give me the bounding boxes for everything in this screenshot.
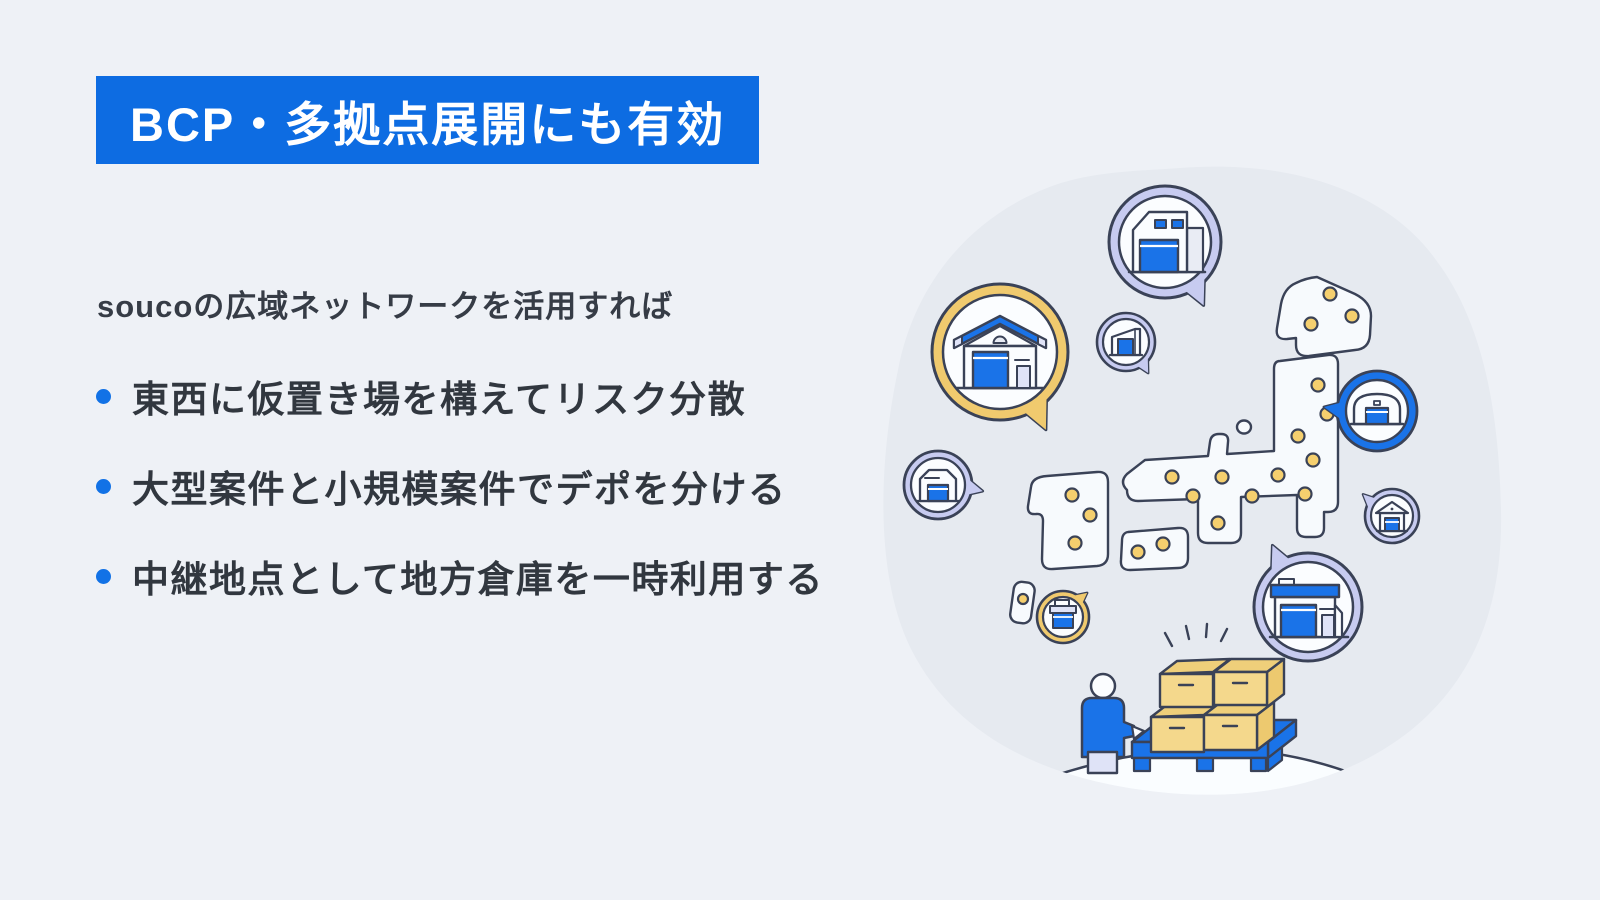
pallet-leg <box>1132 756 1152 773</box>
bullet-dot-icon <box>96 568 111 584</box>
bullet-item: 中継地点として地方倉庫を一時利用する <box>96 552 824 600</box>
warehouse-bubble-blue <box>1322 369 1419 453</box>
pallet-leg <box>1266 745 1284 773</box>
map-honshu <box>1121 353 1340 545</box>
warehouse-bubble-large-yellow <box>930 282 1070 432</box>
person-hand <box>1130 724 1146 741</box>
warehouse-bubble-small-flat <box>1095 311 1157 375</box>
pallet-leg <box>1195 756 1215 773</box>
bullet-text: 中継地点として地方倉庫を一時利用する <box>132 559 824 600</box>
bullet-text: 大型案件と小規模案件でデポを分ける <box>132 469 787 510</box>
map-hokkaido <box>1275 275 1373 358</box>
network-illustration <box>883 166 1502 795</box>
map-location-dots <box>1016 286 1360 606</box>
warehouse-bubble-bottom-right <box>1252 543 1364 663</box>
bullet-dot-icon <box>96 388 111 404</box>
title-badge-label: BCP・多拠点展開にも有効 <box>130 97 726 151</box>
warehouse-icon <box>1049 599 1077 629</box>
map-small-island <box>1235 419 1253 435</box>
bullet-item: 東西に仮置き場を構えてリスク分散 <box>96 372 824 420</box>
person-head <box>1089 672 1117 700</box>
map-kyushu <box>1026 470 1110 571</box>
warehouse-bubble-small-yellow <box>1035 589 1091 645</box>
warehouse-bubble-top <box>1107 184 1223 307</box>
title-badge: BCP・多拠点展開にも有効 <box>96 76 760 164</box>
box-front <box>1149 715 1206 754</box>
hill-ground <box>995 747 1395 795</box>
warehouse-bubble-left <box>902 449 985 521</box>
warehouse-bubble-house <box>1361 487 1421 545</box>
map-shikoku <box>1119 526 1190 572</box>
person-figure <box>1080 672 1146 775</box>
person-legs <box>1086 750 1119 775</box>
pallet-leg <box>1249 756 1268 773</box>
bullet-dot-icon <box>96 478 111 494</box>
warehouse-icon <box>1127 210 1207 274</box>
bullet-item: 大型案件と小規模案件でデポを分ける <box>96 462 824 510</box>
box-front <box>1212 670 1269 707</box>
warehouse-icon <box>1374 500 1410 533</box>
bullet-text: 東西に仮置き場を構えてリスク分散 <box>132 379 747 420</box>
warehouse-icon <box>915 468 961 503</box>
warehouse-icon <box>952 314 1048 390</box>
subtitle: soucoの広域ネットワークを活用すれば <box>97 289 674 324</box>
warehouse-icon <box>1349 392 1405 426</box>
box-front <box>1202 713 1259 752</box>
warehouse-icon <box>1108 327 1144 357</box>
sparkle-lines <box>1163 622 1229 648</box>
box-front <box>1158 672 1215 709</box>
pallet-with-boxes <box>1130 657 1298 773</box>
bullet-list: 東西に仮置き場を構えてリスク分散 大型案件と小規模案件でデポを分ける 中継地点と… <box>96 372 824 600</box>
warehouse-icon <box>1268 578 1350 639</box>
japan-map-icon <box>1009 275 1373 625</box>
person-torso <box>1080 696 1136 759</box>
